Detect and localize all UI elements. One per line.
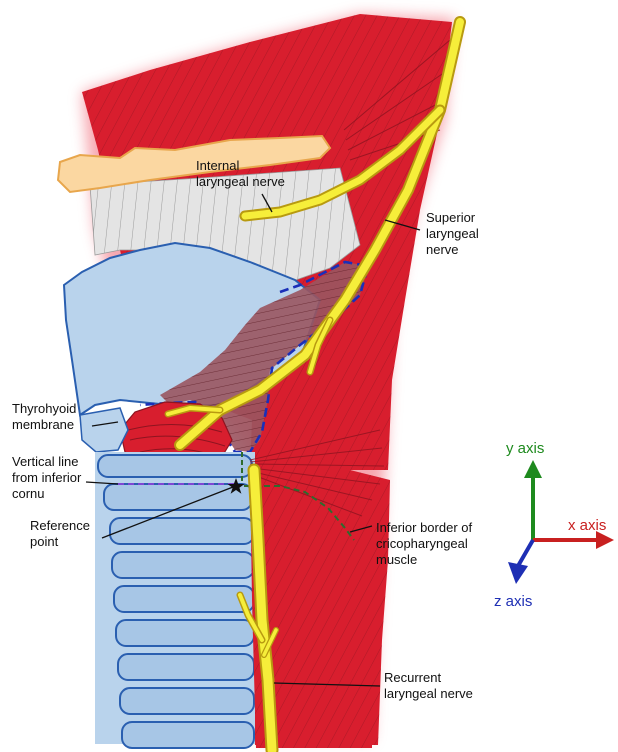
y-axis-label: y axis bbox=[506, 440, 544, 457]
z-axis-label: z axis bbox=[494, 593, 532, 610]
label-thyrohyoid-line2: membrane bbox=[12, 417, 74, 432]
trachea bbox=[95, 452, 255, 748]
label-reference-line1: Reference bbox=[30, 518, 90, 533]
label-recurrent-line2: laryngeal nerve bbox=[384, 686, 473, 701]
x-axis-label: x axis bbox=[568, 517, 606, 534]
label-superior-line2: laryngeal bbox=[426, 226, 479, 241]
label-reference-line2: point bbox=[30, 534, 59, 549]
label-internal-line1: Internal bbox=[196, 158, 239, 173]
label-recurrent-line1: Recurrent bbox=[384, 670, 441, 685]
label-vertical-line2: from inferior bbox=[12, 470, 82, 485]
label-vertical-line3: cornu bbox=[12, 486, 45, 501]
z-axis-arrow-shaft bbox=[518, 540, 533, 566]
label-superior-line1: Superior bbox=[426, 210, 476, 225]
label-inferior-line1: Inferior border of bbox=[376, 520, 472, 535]
label-internal-line2: laryngeal nerve bbox=[196, 174, 285, 189]
axis-triad: y axis x axis z axis bbox=[494, 440, 614, 610]
z-axis-arrow-head bbox=[508, 562, 528, 584]
label-vertical-line1: Vertical line bbox=[12, 454, 78, 469]
label-inferior-line2: cricopharyngeal bbox=[376, 536, 468, 551]
label-inferior-line3: muscle bbox=[376, 552, 417, 567]
label-thyrohyoid-line1: Thyrohyoid bbox=[12, 401, 76, 416]
y-axis-arrow-head bbox=[524, 460, 542, 478]
label-superior-line3: nerve bbox=[426, 242, 459, 257]
thyroid-lower-block bbox=[80, 408, 128, 452]
